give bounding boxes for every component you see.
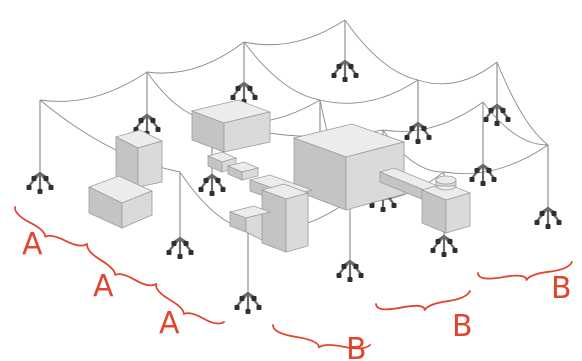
tower-13 [234,230,262,314]
rope-6 [243,41,321,101]
tower-7 [404,80,432,144]
bay-label-3: A [159,306,180,341]
brace-4 [272,324,371,350]
tower-2 [133,72,161,136]
bay-labels: A A A B B B [22,227,572,361]
bay-label-2: A [93,269,114,304]
rope-3 [243,19,346,46]
module-back-middle [190,99,272,153]
module-connector-small [206,151,260,181]
rope-18 [443,144,549,175]
bay-label-1: A [22,227,43,262]
bay-label-4: B [346,332,367,361]
module-large-cube [292,123,406,211]
support-towers [26,20,562,314]
rope-13 [382,101,484,132]
brace-2 [86,243,157,287]
brace-1 [14,206,88,247]
bay-label-6: B [551,271,572,306]
tower-11 [469,102,497,186]
tower-4 [331,20,359,82]
rope-2 [146,41,245,74]
bay-braces [14,206,573,350]
suspended-modules [87,99,472,253]
rope-1 [39,71,148,102]
rope-10 [417,61,498,85]
rope-15 [496,61,549,146]
brace-6 [477,261,573,281]
bay-label-5: B [452,309,473,344]
brace-5 [375,290,471,311]
module-wedge [114,129,164,188]
brace-3 [155,283,225,325]
module-stepped [228,183,310,253]
rope-4 [39,99,181,173]
tower-8 [483,62,511,126]
tower-1 [26,100,54,194]
module-low-left [87,175,154,229]
tower-9 [166,172,194,259]
tower-12 [534,145,562,229]
rope-7 [344,19,419,81]
module-right-capped [420,175,472,234]
tower-14 [336,200,364,282]
rope-9 [319,79,419,104]
tower-3 [230,42,258,104]
